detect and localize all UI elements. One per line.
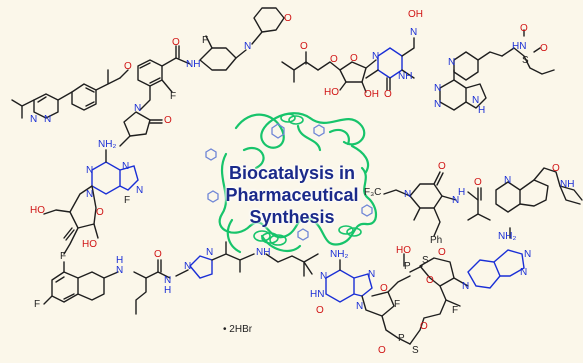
- atom-o: O: [552, 163, 560, 174]
- atom-n: N: [164, 275, 172, 286]
- atom-o: O: [154, 249, 162, 260]
- molecule-top-right: [439, 29, 555, 111]
- atom-nh: NH: [186, 59, 201, 70]
- atom-s: S: [412, 345, 419, 356]
- atom-hn: HN: [512, 41, 527, 52]
- atom-f: F: [452, 305, 459, 316]
- atom-o: O: [124, 61, 132, 72]
- atom-ho: HO: [82, 239, 97, 250]
- atom-ho: HO: [324, 87, 339, 98]
- atom-n: N: [462, 281, 470, 292]
- figure-title: Biocatalysis in Pharmaceutical Synthesis: [186, 162, 398, 228]
- atom-o: O: [378, 345, 386, 356]
- protein-ribbon: [218, 112, 378, 254]
- molecule-left-middle: [43, 149, 139, 255]
- molecule-top-middle: [281, 37, 415, 93]
- atom-o: O: [438, 161, 446, 172]
- atom-ph: Ph: [430, 235, 443, 246]
- atom-o: O: [164, 115, 172, 126]
- atom-p: P: [398, 333, 405, 344]
- atom-ho: HO: [30, 205, 45, 216]
- protein-helices: [253, 113, 362, 246]
- atom-o: O: [438, 247, 446, 258]
- atom-o: O: [540, 43, 548, 54]
- molecule-bottom-left: [43, 241, 319, 315]
- atom-n: N: [404, 189, 412, 200]
- atom-n: N: [134, 103, 142, 114]
- protein-ligands: [205, 123, 373, 241]
- atom-o: O: [420, 321, 428, 332]
- atom-hn: HN: [310, 289, 325, 300]
- atom-nh: NH: [256, 247, 271, 258]
- atom-n: N: [320, 271, 328, 282]
- atom-nh2: NH₂: [330, 249, 349, 260]
- atom-n: N: [434, 99, 442, 110]
- atom-nh: NH: [560, 179, 575, 190]
- atom-f: F: [60, 251, 67, 262]
- atom-n: N: [30, 114, 38, 125]
- atom-o: O: [426, 275, 434, 286]
- atom-nh2: NH₂: [498, 231, 517, 242]
- atom-n: N: [504, 175, 512, 186]
- atom-nh: NH: [398, 71, 413, 82]
- title-line-2: Pharmaceutical Synthesis: [225, 185, 359, 227]
- atom-n: N: [44, 114, 52, 125]
- atom-o: O: [380, 283, 388, 294]
- atom-f: F: [34, 299, 41, 310]
- atom-oh: OH: [364, 89, 379, 100]
- atom-s: S: [522, 55, 529, 66]
- atom-f: F: [202, 35, 209, 46]
- molecule-bottom-right: [325, 227, 525, 345]
- atom-o: O: [474, 177, 482, 188]
- atom-n: N: [372, 51, 380, 62]
- atom-ho: HO: [396, 245, 411, 256]
- atom-oh: OH: [408, 9, 423, 20]
- atom-n: N: [410, 27, 418, 38]
- atom-nh2: NH₂: [98, 139, 117, 150]
- atom-n: N: [520, 267, 528, 278]
- atom-n: N: [86, 189, 94, 200]
- atom-o: O: [284, 13, 292, 24]
- atom-o: O: [330, 54, 338, 65]
- atom-n: N: [448, 57, 456, 68]
- atom-n: N: [452, 195, 460, 206]
- atom-n: N: [86, 165, 94, 176]
- atom-n: N: [184, 261, 192, 272]
- atom-h: H: [458, 187, 466, 198]
- atom-o: O: [520, 23, 528, 34]
- atom-n: N: [472, 95, 480, 106]
- atom-f3c: F₃C: [364, 187, 382, 198]
- atom-n: N: [136, 185, 144, 196]
- atom-n: N: [524, 249, 532, 260]
- atom-n: N: [368, 269, 376, 280]
- atom-o: O: [384, 89, 392, 100]
- atom-h: H: [164, 285, 172, 296]
- atom-f: F: [170, 91, 177, 102]
- atom-p: P: [404, 261, 411, 272]
- atom-f: F: [394, 299, 401, 310]
- atom-o: O: [96, 207, 104, 218]
- atom-o: O: [172, 37, 180, 48]
- atom-n: N: [122, 161, 130, 172]
- atom-o: O: [350, 53, 358, 64]
- atom-n: N: [434, 83, 442, 94]
- atom-n: N: [206, 247, 214, 258]
- atom-s: S: [422, 255, 429, 266]
- atom-o: O: [316, 305, 324, 316]
- salt-label: • 2HBr: [223, 324, 253, 335]
- atom-n: N: [244, 41, 252, 52]
- atom-n: N: [356, 301, 364, 312]
- molecule-right-middle: [383, 167, 583, 237]
- atom-o: O: [300, 41, 308, 52]
- title-line-1: Biocatalysis in: [228, 163, 356, 183]
- molecule-top-left: [11, 7, 285, 147]
- atom-n: N: [116, 265, 124, 276]
- atom-h: H: [478, 105, 486, 116]
- atom-f: F: [124, 195, 131, 206]
- atom-h: H: [116, 255, 124, 266]
